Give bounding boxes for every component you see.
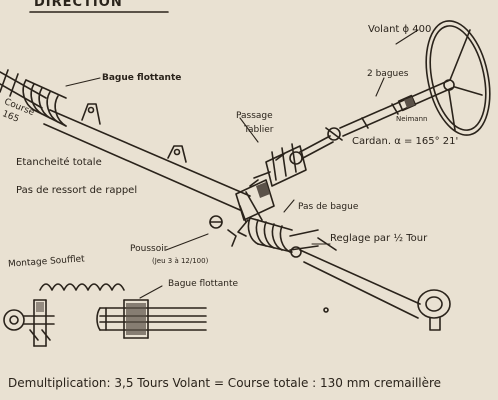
soufflet-detail — [3, 283, 125, 347]
label-neimann: Neimann — [396, 115, 428, 123]
arrow-volant — [395, 29, 419, 45]
bague-flottante-detail — [96, 299, 207, 339]
label-volant: Volant ϕ 400 — [368, 24, 432, 35]
dashboard-passage — [265, 143, 307, 187]
mounting-brackets — [81, 103, 187, 163]
label-bague-flottante-detail: Bague flottante — [168, 279, 239, 289]
label-passage: Passage — [236, 111, 273, 121]
caption: Demultiplication: 3,5 Tours Volant = Cou… — [8, 376, 442, 390]
right-bellows — [247, 217, 293, 253]
left-bellows — [22, 79, 67, 127]
label-poussoir: Poussoir — [130, 244, 168, 254]
title: DIRECTION — [34, 0, 123, 10]
arrow-bagues — [375, 77, 385, 97]
arrow-passage — [239, 117, 259, 143]
arrow-bague-flottante — [65, 77, 101, 87]
label-reglage: Reglage par ½ Tour — [330, 233, 428, 244]
tie-rod — [289, 229, 451, 331]
steering-wheel — [425, 20, 491, 136]
poussoir — [209, 215, 237, 247]
cardan-joint — [289, 127, 343, 165]
label-pas-bague: Pas de bague — [298, 202, 359, 212]
label-2-bagues: 2 bagues — [367, 69, 409, 79]
label-pas-ressort: Pas de ressort de rappel — [16, 185, 138, 196]
arrow-bague-detail — [139, 285, 163, 299]
label-tablier: Tablier — [244, 125, 274, 135]
arrow-poussoir — [165, 233, 209, 251]
pinion-housing — [235, 171, 275, 237]
label-poussoir-jeu: (Jeu 3 à 12/100) — [152, 257, 209, 265]
label-bague-flottante: Bague flottante — [102, 73, 182, 83]
arrow-pas-bague — [283, 199, 295, 213]
steering-column — [339, 79, 453, 137]
shaded-parts — [36, 97, 415, 335]
pointer-arrows — [65, 29, 419, 299]
label-cardan: Cardan. α = 165° 21' — [352, 136, 459, 147]
label-etancheite: Etancheité totale — [16, 157, 102, 168]
